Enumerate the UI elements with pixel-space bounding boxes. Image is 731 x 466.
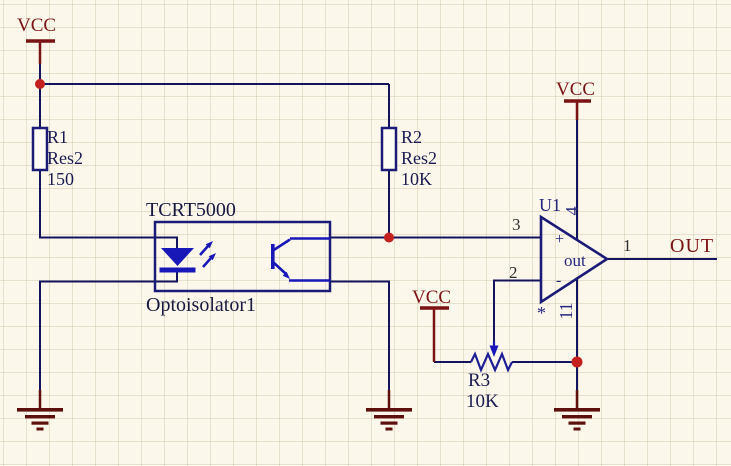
r2-value: 10K	[401, 169, 432, 189]
out-net-label: OUT	[670, 235, 714, 257]
ground-bar-4	[385, 427, 393, 431]
opamp-triangle[interactable]	[539, 214, 610, 305]
opamp-star: *	[537, 303, 546, 323]
transistor-emitter-arrowhead	[282, 271, 290, 279]
emission-arrowhead	[208, 253, 216, 261]
r1-body[interactable]	[31, 126, 49, 172]
opamp-u1[interactable]: U1 4 11 * + - out 3 2 1	[509, 195, 632, 323]
opamp-pin11-number: 11	[556, 302, 576, 319]
pin1-number: 1	[623, 236, 632, 255]
optoisolator-tcrt5000[interactable]: TCRT5000 Optoisolator1	[146, 199, 332, 316]
ground-bar-4	[36, 427, 44, 431]
junction-dot	[35, 79, 45, 89]
r3-wiper-arrowhead	[489, 345, 499, 357]
opamp-plus-sign: +	[555, 231, 564, 248]
r2-comment: Res2	[401, 148, 437, 168]
led-triangle	[161, 248, 194, 266]
vcc-left-label: VCC	[17, 15, 56, 36]
pin2-number: 2	[509, 263, 518, 282]
opamp-minus-sign: -	[556, 272, 561, 289]
r1-comment: Res2	[47, 148, 83, 168]
ground-symbol-left	[17, 390, 63, 431]
opamp-designator: U1	[539, 195, 561, 215]
wire-vcc-top-rail	[39, 62, 389, 128]
ground-bar-1	[17, 408, 63, 412]
transistor-base-bar	[271, 244, 275, 269]
ground-bar-3	[380, 421, 398, 425]
emission-arrow-line	[199, 245, 209, 256]
ground-symbol-right	[554, 390, 600, 431]
opamp-body-label: out	[564, 251, 586, 270]
r3-designator: R3	[468, 370, 490, 391]
potentiometer-r3[interactable]: R3 10K	[466, 341, 513, 412]
r1-designator: R1	[47, 127, 68, 147]
r3-value: 10K	[466, 391, 499, 412]
led-symbol	[159, 248, 196, 273]
opto-designator: Optoisolator1	[146, 294, 256, 316]
opamp-pin4-number: 4	[562, 207, 582, 216]
wires	[39, 62, 717, 393]
opto-comment: TCRT5000	[146, 199, 236, 221]
wire-led-cathode-to-ground	[39, 272, 178, 393]
transistor-emitter	[272, 261, 287, 275]
emission-arrow-line	[202, 257, 212, 268]
ground-bar-3	[31, 421, 49, 425]
wire-pin2-to-wiper	[493, 279, 541, 341]
ground-bar-2	[374, 415, 404, 419]
ground-symbol-mid	[366, 390, 412, 431]
phototransistor-symbol	[271, 237, 330, 282]
ground-bar-2	[25, 415, 55, 419]
vcc-opamp-label: VCC	[556, 79, 595, 100]
junction-dot	[384, 232, 394, 243]
ground-bar-1	[366, 408, 412, 412]
r2-body[interactable]	[380, 126, 398, 172]
ground-bar-2	[562, 415, 592, 419]
opto-body[interactable]	[153, 220, 332, 293]
ground-bar-1	[554, 408, 600, 412]
ground-bar-3	[568, 421, 586, 425]
junction-dot	[571, 356, 583, 368]
r3-zigzag[interactable]	[470, 351, 513, 373]
power-port-vcc-opamp: VCC	[556, 79, 595, 120]
resistor-r2[interactable]: R2 Res2 10K	[380, 126, 437, 189]
power-port-vcc-mid: VCC	[412, 287, 451, 362]
transistor-collector	[272, 237, 330, 252]
ground-bar-4	[573, 427, 581, 431]
led-emission-arrows	[199, 241, 216, 268]
power-port-vcc-left: VCC	[17, 15, 56, 64]
pin3-number: 3	[512, 215, 521, 234]
emission-arrowhead	[205, 241, 213, 249]
r2-designator: R2	[401, 127, 422, 147]
wire-r1-to-led-anode	[39, 170, 178, 248]
wire-emitter-to-ground	[330, 280, 390, 393]
led-cathode-bar	[159, 267, 196, 273]
r1-value: 150	[47, 169, 74, 189]
resistor-r1[interactable]: R1 Res2 150	[31, 126, 83, 189]
vcc-mid-label: VCC	[412, 287, 451, 308]
